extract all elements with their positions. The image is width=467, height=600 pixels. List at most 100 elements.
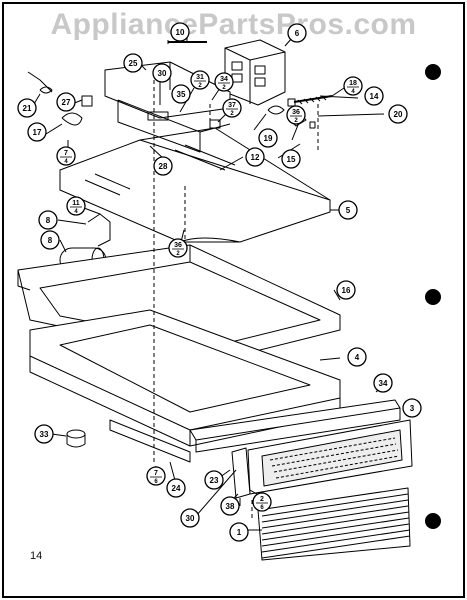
callout-c38: 38: [220, 496, 240, 516]
callout-circle: [152, 63, 172, 83]
watermark: AppliancePartsPros.com: [50, 8, 417, 41]
callout-circle: [281, 149, 301, 169]
callout-circle: [338, 200, 358, 220]
callout-circle: [204, 470, 224, 490]
callout-c20: 20: [388, 104, 408, 124]
callout-label: 20: [394, 110, 403, 119]
callout-label: 25: [129, 59, 138, 68]
page-number: 14: [30, 550, 43, 562]
callout-label: 2: [260, 496, 264, 503]
callout-quantity: 6: [154, 479, 158, 485]
part-knob: [66, 429, 86, 448]
callout-c30a: 30: [152, 63, 172, 83]
callout-label: 33: [40, 430, 49, 439]
part-bolt: [287, 95, 333, 107]
callout-circle: [66, 196, 86, 216]
part-left-fittings: [27, 71, 93, 152]
callout-c17: 17: [27, 122, 47, 142]
callout-c35: 35: [171, 84, 191, 104]
callout-quantity: 2: [230, 111, 234, 117]
callout-label: 4: [355, 353, 360, 362]
callout-label: 15: [287, 155, 296, 164]
callout-c11: 114: [66, 196, 86, 216]
part-control-box: [224, 39, 286, 106]
callout-circle: [388, 104, 408, 124]
callout-c18a: 184: [343, 76, 363, 96]
callout-label: 7: [154, 470, 158, 477]
callout-quantity: 2: [198, 83, 202, 89]
callout-c15: 15: [281, 149, 301, 169]
callout-label: 23: [210, 476, 219, 485]
callout-c6: 6: [287, 23, 307, 43]
callout-circle: [170, 22, 190, 42]
callout-circle: [171, 84, 191, 104]
callout-label: 31: [196, 74, 204, 81]
callout-label: 8: [46, 216, 51, 225]
callout-circle: [336, 280, 356, 300]
part-front-rail: [189, 399, 401, 453]
callout-c1: 1: [229, 522, 249, 542]
callout-circle: [166, 478, 186, 498]
callout-circle: [180, 508, 200, 528]
callout-label: 6: [295, 29, 300, 38]
callout-label: 14: [370, 92, 379, 101]
callout-c33: 33: [34, 424, 54, 444]
callout-label: 7: [64, 150, 68, 157]
callout-label: 34: [220, 76, 228, 83]
callout-circle: [229, 522, 249, 542]
callout-label: 30: [186, 514, 195, 523]
callout-circle: [245, 147, 265, 167]
callout-c19: 19: [258, 128, 278, 148]
part-side-bracket: [231, 447, 251, 506]
callout-label: 17: [33, 128, 42, 137]
callout-circle: [38, 210, 58, 230]
callout-circle: [402, 398, 422, 418]
callout-label: 37: [228, 102, 236, 109]
callout-circle: [220, 496, 240, 516]
callout-circle: [343, 76, 363, 96]
callout-c28: 28: [153, 156, 173, 176]
callout-c21: 21: [17, 98, 37, 118]
callout-circle: [287, 23, 307, 43]
callout-label: 16: [342, 286, 351, 295]
callout-c23: 23: [204, 470, 224, 490]
callout-c4: 4: [347, 347, 367, 367]
callout-label: 10: [176, 28, 185, 37]
callout-c25: 25: [123, 53, 143, 73]
callout-c27: 27: [56, 92, 76, 112]
callout-label: 27: [62, 98, 71, 107]
callout-c34a: 342: [214, 72, 234, 92]
callout-c12: 12: [245, 147, 265, 167]
callout-label: 19: [264, 134, 273, 143]
callout-circle: [27, 122, 47, 142]
callout-circle: [286, 105, 306, 125]
callout-c31: 312: [190, 70, 210, 90]
binder-hole-middle: [425, 289, 441, 305]
callout-label: 1: [237, 528, 242, 537]
callout-quantity: 4: [74, 209, 78, 215]
callout-label: 36: [292, 109, 300, 116]
callout-circle: [347, 347, 367, 367]
callout-label: 12: [251, 153, 260, 162]
callout-circle: [258, 128, 278, 148]
callout-circle: [123, 53, 143, 73]
callout-quantity: 4: [351, 89, 355, 95]
callout-c36b: 362: [168, 238, 188, 258]
callout-label: 18: [349, 80, 357, 87]
callout-c7a: 74: [56, 146, 76, 166]
callout-circle: [373, 373, 393, 393]
callout-label: 30: [158, 69, 167, 78]
callout-c36a: 362: [286, 105, 306, 125]
callout-c2: 26: [252, 492, 272, 512]
callout-circle: [364, 86, 384, 106]
callout-c34b: 34: [373, 373, 393, 393]
callout-circle: [40, 230, 60, 250]
part-filter-grille: [247, 419, 413, 495]
callout-label: 36: [174, 242, 182, 249]
callout-label: 8: [48, 236, 53, 245]
callout-circle: [214, 72, 234, 92]
callout-c3: 3: [402, 398, 422, 418]
callout-c14: 14: [364, 86, 384, 106]
callout-c16: 16: [336, 280, 356, 300]
